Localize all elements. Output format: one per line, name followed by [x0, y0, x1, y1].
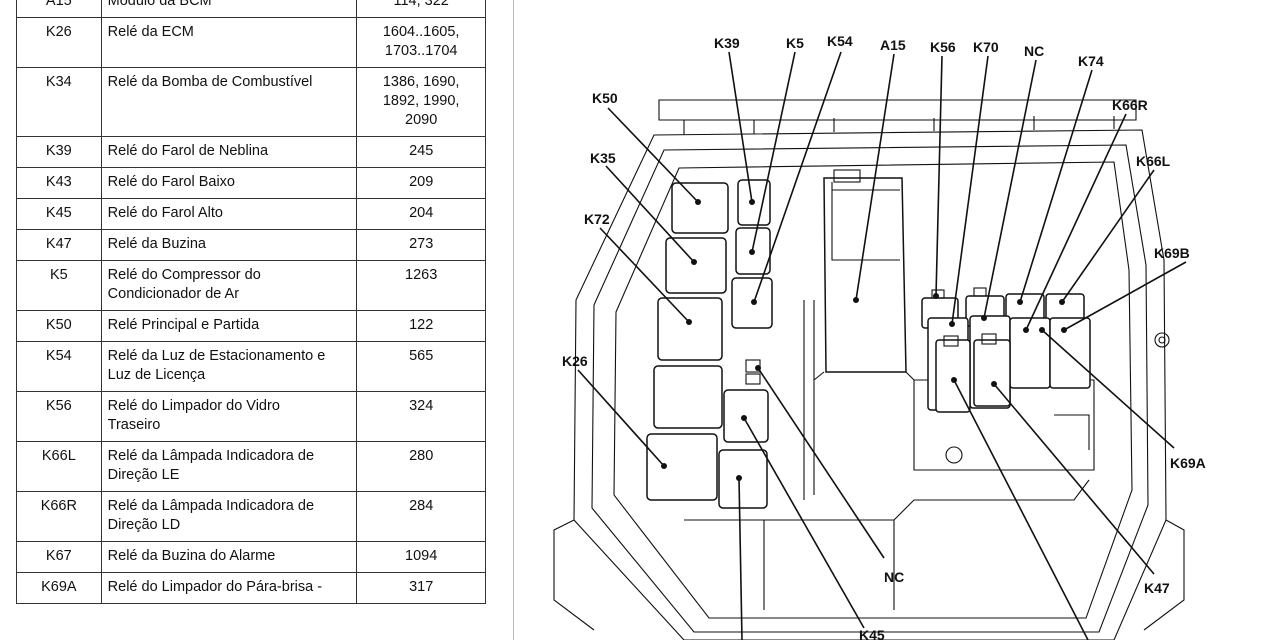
label-K69A: K69A: [1170, 455, 1206, 471]
bcm-module-a15: [813, 169, 915, 381]
label-K5: K5: [786, 35, 804, 51]
cell-code: K5: [16, 260, 102, 311]
cell-description: Relé da Lâmpada Indicadora de Direção LD: [100, 491, 358, 542]
label-NC-top: NC: [1024, 43, 1044, 59]
cell-description: Relé da Buzina: [100, 229, 358, 261]
label-NC-bottom: NC: [884, 569, 904, 585]
cell-pages: 245: [356, 136, 486, 168]
housing-outline: [553, 99, 1185, 640]
cell-pages: 122: [356, 310, 486, 342]
cell-description: Relé do Farol Baixo: [100, 167, 358, 199]
cell-description: Relé da Buzina do Alarme: [100, 541, 358, 573]
left-relay-column: [646, 179, 773, 509]
label-K35: K35: [590, 150, 616, 166]
label-A15: A15: [880, 37, 906, 53]
cell-pages: 565: [356, 341, 486, 392]
cell-code: A15: [16, 0, 102, 18]
relay-K50: [671, 182, 729, 234]
cell-description: Relé do Limpador do Pára-brisa -: [100, 572, 358, 604]
cell-description: Relé do Limpador do Vidro Traseiro: [100, 391, 358, 442]
cell-code: K66L: [16, 441, 102, 492]
cell-code: K47: [16, 229, 102, 261]
label-K66R: K66R: [1112, 97, 1148, 113]
cell-description: Relé da Lâmpada Indicadora de Direção LE: [100, 441, 358, 492]
relay-K69A: [973, 339, 1011, 407]
label-K26: K26: [562, 353, 588, 369]
cell-code: K54: [16, 341, 102, 392]
cell-pages: 1604..1605, 1703..1704: [356, 17, 486, 68]
cell-description: Relé da Luz de Estacionamento e Luz de L…: [100, 341, 358, 392]
cell-code: K39: [16, 136, 102, 168]
label-K74: K74: [1078, 53, 1104, 69]
cell-code: K56: [16, 391, 102, 442]
cell-code: K66R: [16, 491, 102, 542]
right-relay-cluster: [921, 287, 1091, 413]
cell-pages: 280: [356, 441, 486, 492]
cell-description: Relé Principal e Partida: [100, 310, 358, 342]
cell-pages: 114, 322: [356, 0, 486, 18]
cell-description: Relé da ECM: [100, 17, 358, 68]
cell-pages: 317: [356, 572, 486, 604]
label-K69B: K69B: [1154, 245, 1190, 261]
label-K72: K72: [584, 211, 610, 227]
cell-pages: 284: [356, 491, 486, 542]
cell-pages: 273: [356, 229, 486, 261]
label-K47: K47: [1144, 580, 1170, 596]
cell-description: Módulo da BCM: [100, 0, 358, 18]
label-K39: K39: [714, 35, 740, 51]
cell-pages: 1094: [356, 541, 486, 573]
label-K45: K45: [859, 627, 885, 640]
cell-pages: 204: [356, 198, 486, 230]
panel-divider: [513, 0, 514, 640]
relay-K72: [657, 297, 723, 361]
cell-code: K34: [16, 67, 102, 137]
cell-code: K69A: [16, 572, 102, 604]
cell-description: Relé do Compressor do Condicionador de A…: [100, 260, 358, 311]
label-K56: K56: [930, 39, 956, 55]
cell-code: K67: [16, 541, 102, 573]
label-K54: K54: [827, 33, 853, 49]
diagram-labels: K39 K5 K54 A15 K56 K70 NC K74 K50 K66R K…: [562, 33, 1206, 640]
cell-code: K26: [16, 17, 102, 68]
cell-pages: 1386, 1690, 1892, 1990, 2090: [356, 67, 486, 137]
relay-left-middle: [653, 365, 723, 429]
fuse-box-drawing: K39 K5 K54 A15 K56 K70 NC K74 K50 K66R K…: [553, 33, 1206, 640]
relay-K69B: [1049, 317, 1091, 389]
leader-lines: [577, 51, 1187, 640]
relay-K45: [718, 449, 768, 509]
relay-K26: [646, 433, 718, 501]
cell-description: Relé da Bomba de Combustível: [100, 67, 358, 137]
cell-code: K45: [16, 198, 102, 230]
cell-pages: 324: [356, 391, 486, 442]
relay-K35: [665, 237, 727, 294]
cell-description: Relé do Farol de Neblina: [100, 136, 358, 168]
cell-pages: 1263: [356, 260, 486, 311]
cell-code: K43: [16, 167, 102, 199]
fuse-box-diagram: K39 K5 K54 A15 K56 K70 NC K74 K50 K66R K…: [514, 0, 1280, 640]
cell-description: Relé do Farol Alto: [100, 198, 358, 230]
label-K66L: K66L: [1136, 153, 1171, 169]
label-K70: K70: [973, 39, 999, 55]
cell-code: K50: [16, 310, 102, 342]
label-K50: K50: [592, 90, 618, 106]
cell-pages: 209: [356, 167, 486, 199]
